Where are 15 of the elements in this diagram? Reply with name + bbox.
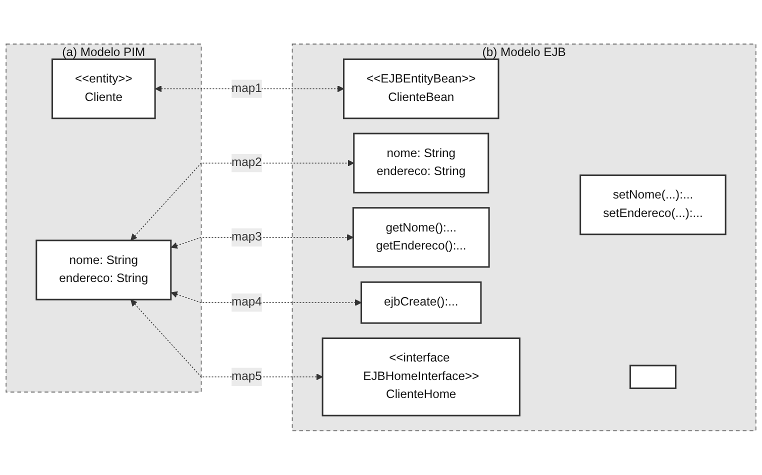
node-box: <<entity>> Cliente: [51, 58, 156, 120]
node-box: <<interface EJBHomeInterface>> ClienteHome: [322, 338, 520, 416]
node-box: nome: String endereco: String: [36, 240, 172, 300]
edge-label: map3: [232, 230, 262, 244]
node-box: getNome():... getEndereco():...: [352, 207, 490, 268]
node-box: <<EJBEntityBean>> ClienteBean: [342, 58, 500, 120]
node-box: [629, 364, 676, 390]
edge-label: map1: [232, 82, 262, 95]
arrow: [130, 160, 354, 241]
edge-label: map4: [232, 296, 262, 309]
node-box: setNome(...):... setEndereco(...):...: [580, 174, 726, 236]
edge-label: map2: [232, 156, 262, 170]
edge-label: map5: [232, 370, 262, 384]
node-box: ejbCreate():...: [360, 281, 482, 324]
node-box: nome: String endereco: String: [353, 132, 490, 194]
